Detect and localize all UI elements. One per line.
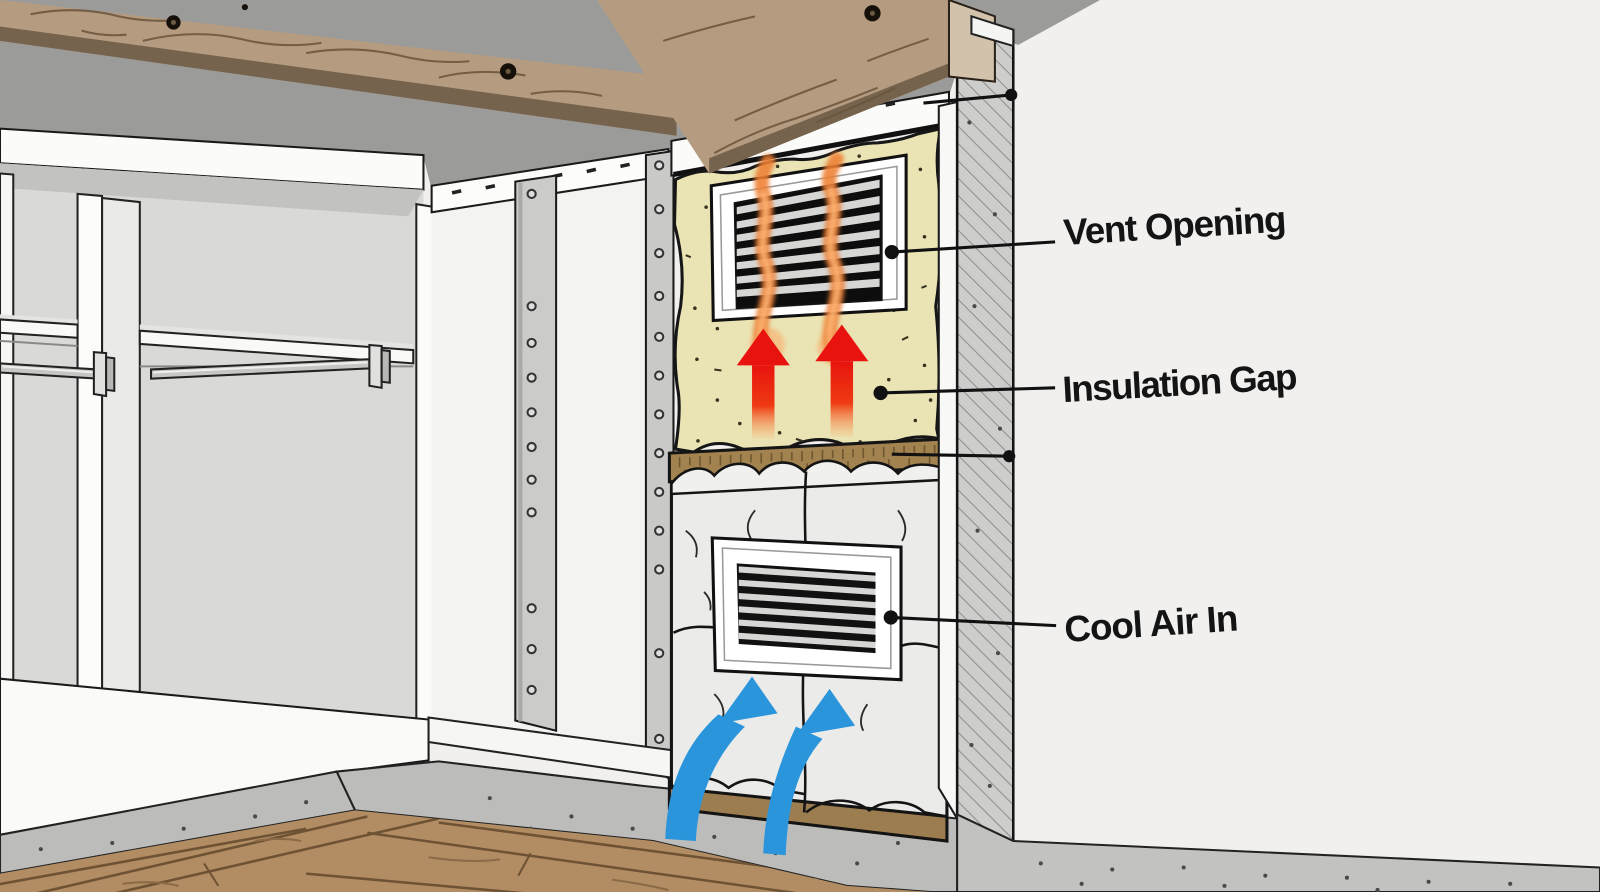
stud-wall bbox=[430, 147, 675, 787]
wood-joist-right bbox=[596, 0, 996, 174]
wall-end-board bbox=[937, 100, 959, 823]
corner-stud-holes bbox=[654, 160, 665, 745]
leader-dot bbox=[883, 610, 898, 625]
wood-floor bbox=[0, 810, 931, 892]
vent-top bbox=[709, 153, 908, 323]
closet-partition-front bbox=[76, 192, 104, 714]
stud-screw-holes bbox=[526, 188, 537, 696]
outer-curb-speckles bbox=[1038, 861, 1513, 892]
leader-vent-opening bbox=[884, 240, 1056, 260]
closet-back-wall bbox=[0, 163, 424, 727]
rod-bracket-right bbox=[368, 343, 383, 390]
leader-dot bbox=[873, 385, 888, 401]
metal-stud bbox=[514, 174, 558, 733]
vent-bottom-louvers bbox=[738, 566, 876, 649]
closet-left-wall-edge bbox=[0, 172, 15, 711]
cool-air-arrow-left bbox=[665, 676, 778, 841]
reference-marker-mid bbox=[891, 450, 1016, 463]
reference-marker-top bbox=[923, 88, 1018, 105]
vent-bottom bbox=[710, 536, 903, 682]
hot-air-arrow-right bbox=[815, 324, 869, 437]
reference-dot bbox=[1005, 88, 1018, 102]
cool-air-arrow-right bbox=[763, 688, 856, 856]
leader-insulation-gap bbox=[873, 385, 1056, 401]
hanging-rod-right bbox=[150, 343, 391, 390]
closet bbox=[0, 127, 443, 836]
leader-cool-air-in bbox=[883, 610, 1057, 628]
hatched-corner-column bbox=[955, 27, 1015, 846]
concrete-curb-outer bbox=[956, 812, 1600, 892]
hatch-top-cap bbox=[970, 14, 1015, 48]
reference-dot bbox=[1003, 450, 1016, 463]
closet-interior-ceiling bbox=[0, 163, 424, 217]
closet-shelf-left bbox=[0, 314, 79, 348]
hanging-rod-left bbox=[0, 350, 116, 398]
floor-planks bbox=[0, 815, 931, 892]
closet-partition-side bbox=[101, 196, 141, 720]
hot-air-arrow-left bbox=[736, 328, 790, 439]
wood-joist-left bbox=[0, 0, 677, 136]
leader-dot bbox=[884, 244, 899, 260]
rod-bracket-left bbox=[92, 350, 108, 398]
